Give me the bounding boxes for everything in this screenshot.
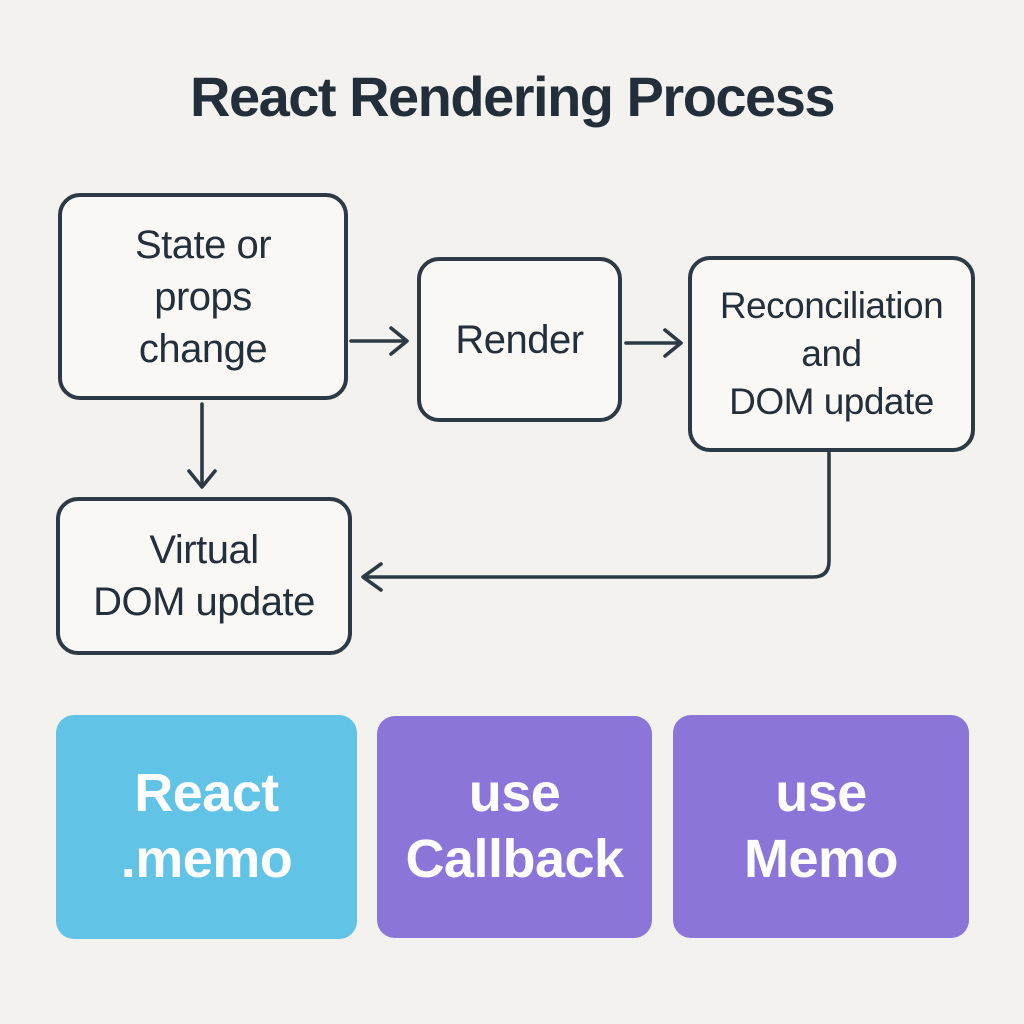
card-label: use Memo: [743, 762, 899, 889]
node-render: Render: [417, 257, 622, 422]
page-title: React Rendering Process: [190, 65, 835, 128]
node-label: State or props change: [134, 222, 272, 371]
card-use-memo: use Memo: [673, 715, 969, 938]
edge-render-to-reconciliation-arrow: [624, 328, 683, 358]
card-use-callback: use Callback: [377, 716, 652, 938]
node-reconciliation-and-dom-update: Reconciliation and DOM update: [688, 256, 975, 452]
card-label: use Callback: [405, 763, 624, 889]
edge-state-to-render-arrow: [349, 326, 409, 356]
node-state-or-props-change: State or props change: [58, 193, 348, 400]
node-label: Virtual DOM update: [93, 528, 315, 624]
node-virtual-dom-update: Virtual DOM update: [56, 497, 352, 655]
edge-reconciliation-to-virtual-dom-arrow: [361, 451, 831, 592]
edge-state-to-virtual-dom-arrow: [187, 402, 217, 489]
card-react-memo: React .memo: [56, 715, 357, 939]
node-label: Render: [455, 317, 584, 362]
card-label: React .memo: [120, 763, 293, 889]
node-label: Reconciliation and DOM update: [719, 284, 944, 423]
